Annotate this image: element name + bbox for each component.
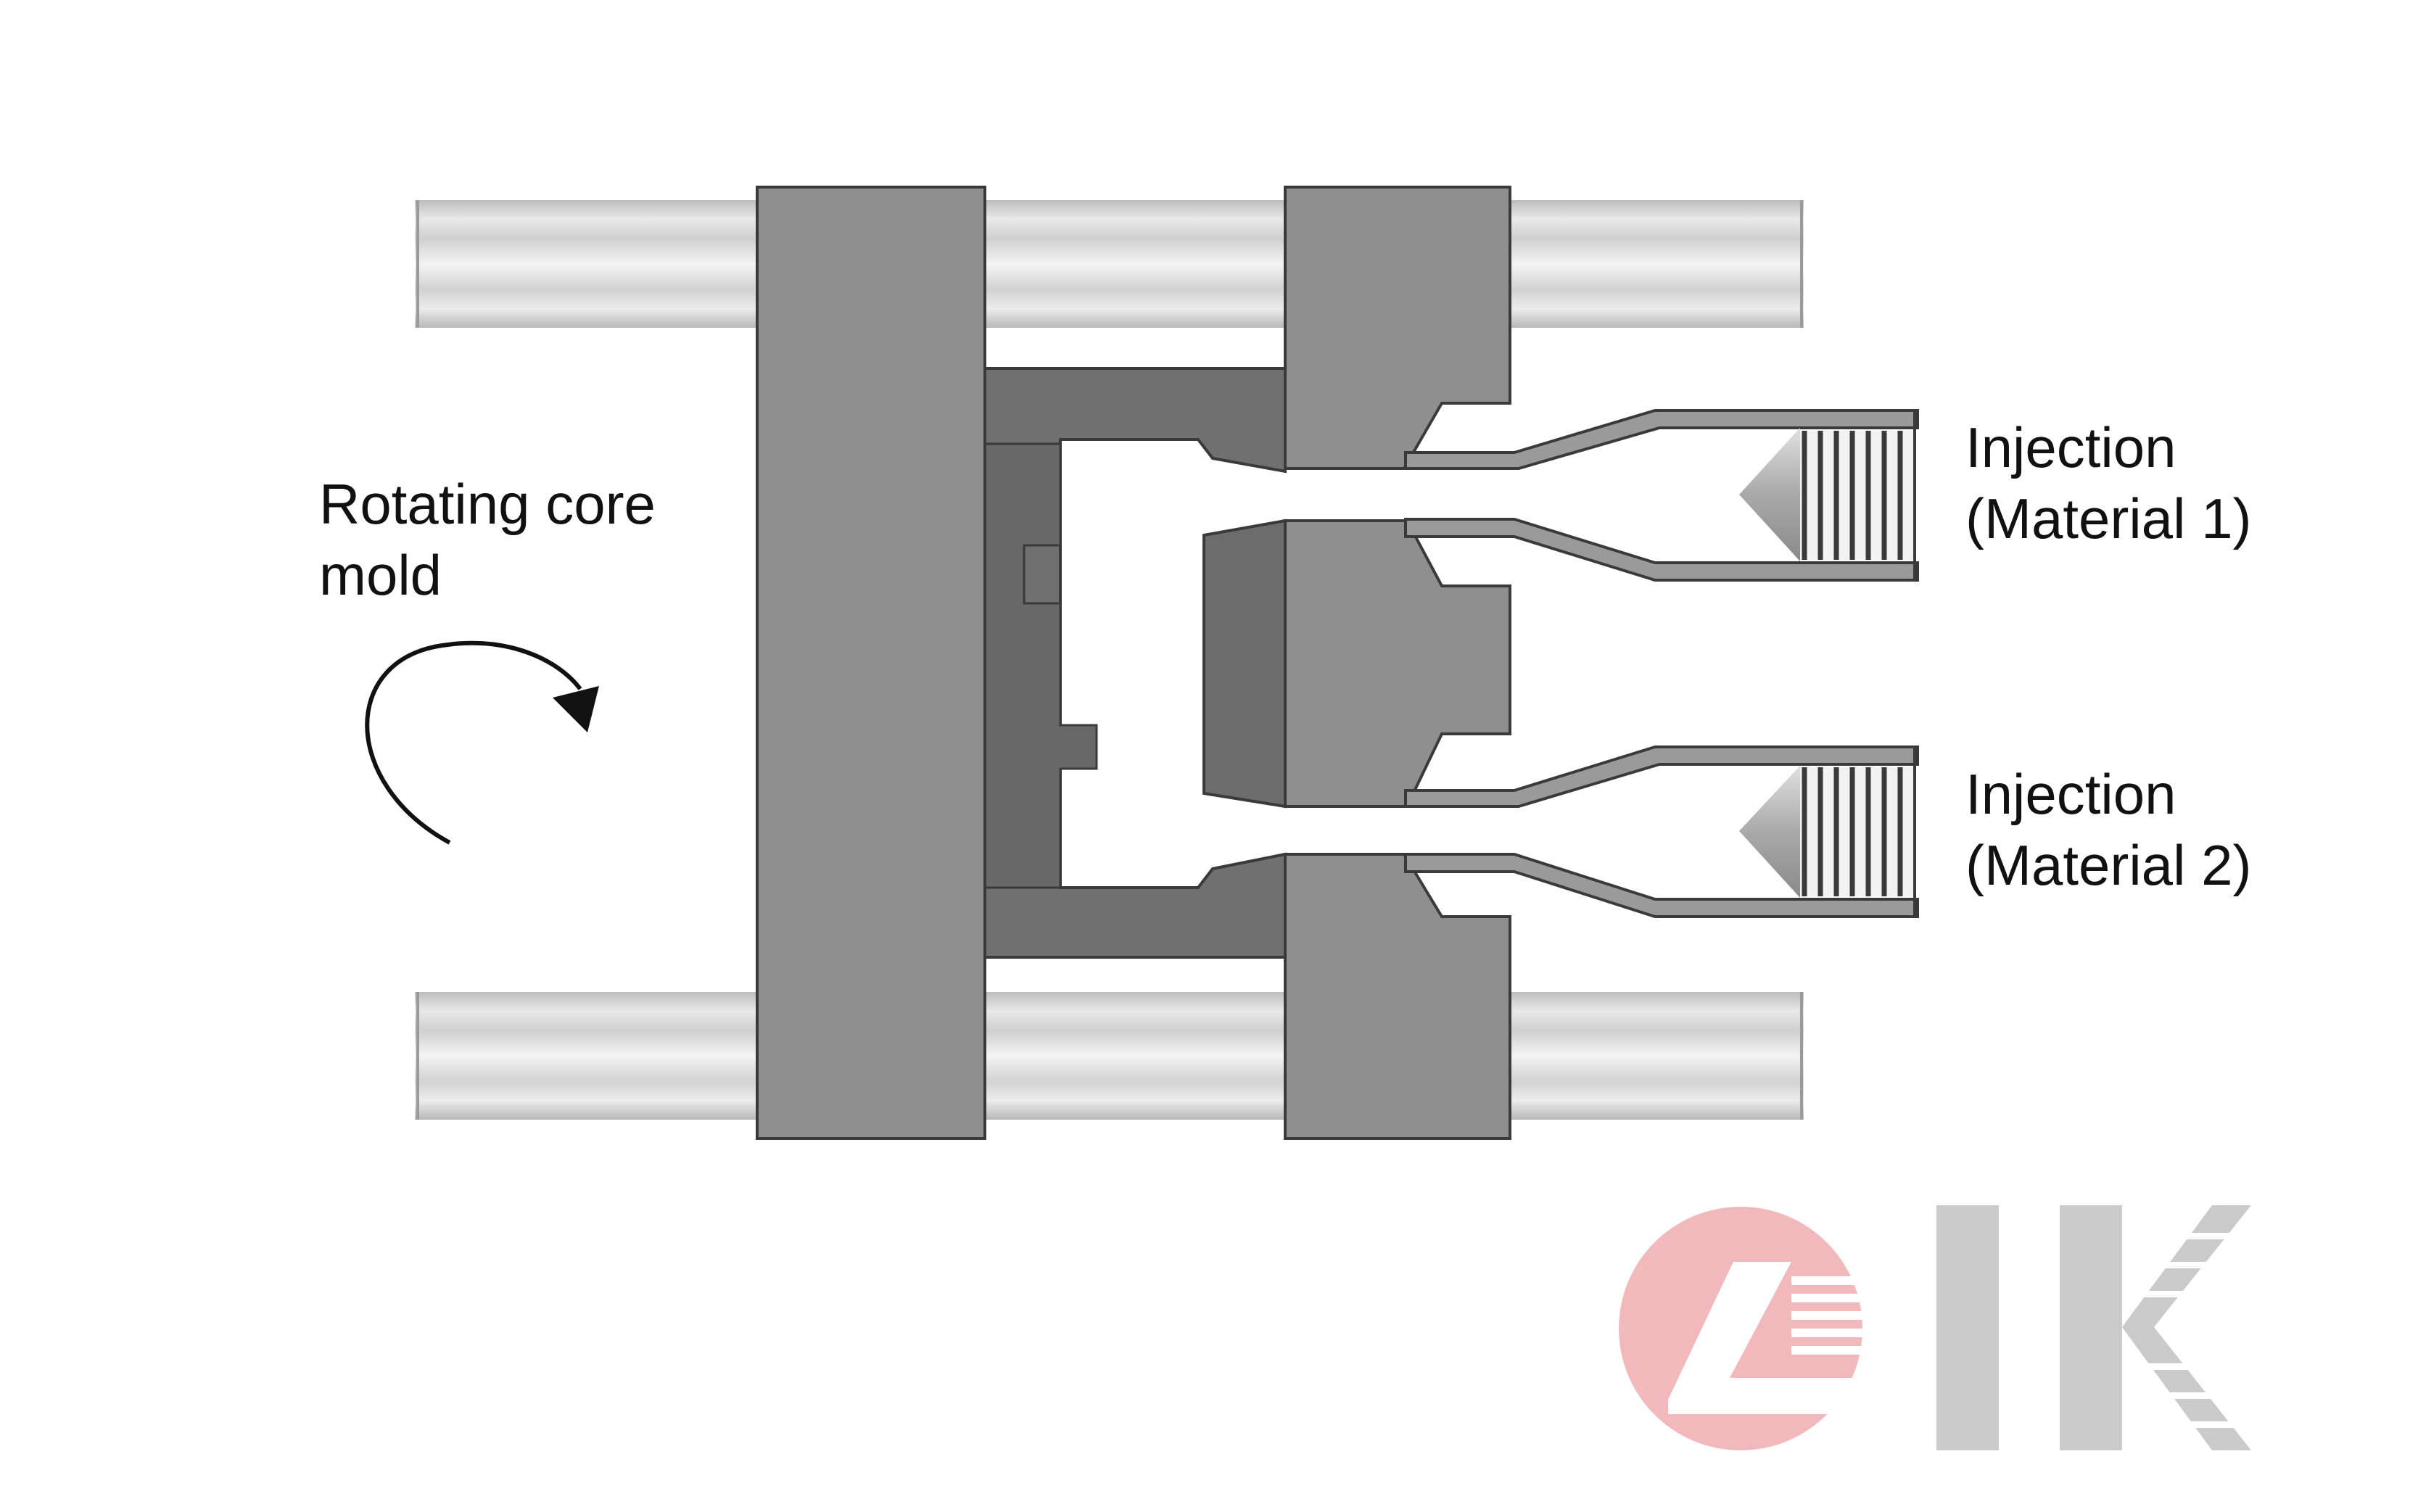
injection-2-label-line2: (Material 2) <box>1965 833 2252 897</box>
injection-1-label-line1: Injection <box>1965 416 2176 479</box>
rotating-core-label: Rotating core mold <box>319 468 656 611</box>
injection-1-label-line2: (Material 1) <box>1965 487 2252 550</box>
nozzle-cone-icon <box>1739 766 1800 898</box>
screw-icon <box>1800 747 1916 917</box>
stationary-platen-middle <box>1284 519 1511 808</box>
injection-1-label: Injection (Material 1) <box>1965 412 2251 554</box>
curved-arrow-icon <box>365 640 599 845</box>
tie-bar-bottom <box>415 992 1804 1120</box>
tie-bar-top <box>415 200 1804 328</box>
stationary-platen-upper <box>1284 186 1511 470</box>
rotating-core-label-line2: mold <box>319 543 442 607</box>
stationary-platen-lower <box>1284 853 1511 1140</box>
lk-logo <box>1619 1205 2263 1450</box>
injection-unit-1 <box>1404 409 1919 582</box>
injection-2-label-line1: Injection <box>1965 762 2176 826</box>
fixed-core-insert <box>1202 519 1287 809</box>
nozzle-cone-icon <box>1739 428 1800 561</box>
injection-2-label: Injection (Material 2) <box>1965 759 2251 901</box>
rotating-core-label-line1: Rotating core <box>319 472 656 536</box>
injection-unit-2 <box>1404 745 1919 918</box>
screw-icon <box>1800 410 1916 580</box>
moving-platen <box>756 186 986 1140</box>
